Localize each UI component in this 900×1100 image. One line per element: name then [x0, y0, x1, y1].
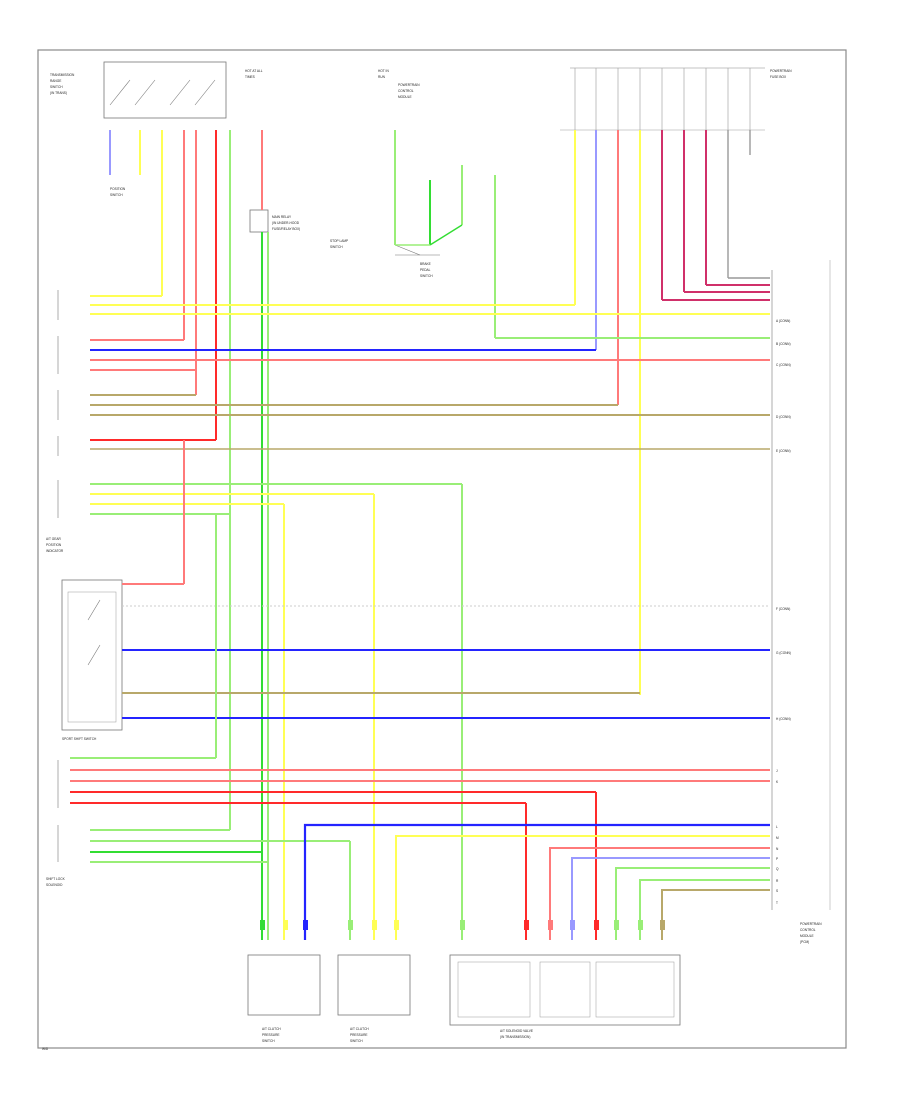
wire-green-mid-h [429, 224, 463, 246]
diagram-border [37, 49, 847, 1049]
svg-text:SHIFT LOCK: SHIFT LOCK [46, 877, 66, 881]
svg-text:(PCM): (PCM) [800, 940, 809, 944]
svg-text:SWITCH: SWITCH [420, 274, 433, 278]
svg-text:MAIN RELAY: MAIN RELAY [272, 215, 292, 219]
svg-text:INDICATOR: INDICATOR [46, 549, 64, 553]
svg-text:G (CONN): G (CONN) [776, 651, 791, 655]
svg-text:TRANSMISSION: TRANSMISSION [50, 73, 75, 77]
svg-text:A/T CLUTCH: A/T CLUTCH [262, 1027, 281, 1031]
svg-text:SOLENOID: SOLENOID [46, 883, 63, 887]
svg-text:SWITCH: SWITCH [350, 1039, 363, 1043]
svg-text:RUN: RUN [378, 75, 386, 79]
solenoid-box-2: A/T CLUTCH PRESSURE SWITCH [337, 954, 411, 1043]
svg-text:A/T CLUTCH: A/T CLUTCH [350, 1027, 369, 1031]
svg-text:T: T [776, 901, 778, 905]
left-connector-groups: A/T GEAR POSITION INDICATOR SHIFT LOCK S… [46, 290, 66, 887]
fuse-box-pins [560, 67, 765, 131]
svg-text:Q: Q [776, 867, 779, 871]
svg-text:MODULE: MODULE [800, 934, 814, 938]
svg-text:SWITCH: SWITCH [262, 1039, 275, 1043]
brake-switch: BRAKE PEDAL SWITCH [394, 244, 440, 278]
svg-text:HOT AT ALL: HOT AT ALL [245, 69, 263, 73]
svg-text:K: K [776, 780, 779, 784]
svg-text:N: N [776, 847, 779, 851]
svg-text:(IN TRANSMISSION): (IN TRANSMISSION) [500, 1035, 530, 1039]
svg-text:POSITION: POSITION [46, 543, 62, 547]
svg-text:PRESSURE: PRESSURE [350, 1033, 368, 1037]
svg-text:M: M [776, 836, 779, 840]
svg-text:CONTROL: CONTROL [800, 928, 816, 932]
svg-text:B (CONN): B (CONN) [776, 342, 791, 346]
svg-text:P: P [776, 857, 778, 861]
shift-lever-switch-box: SPORT SHIFT SWITCH [61, 579, 123, 741]
wire-blue-bottom-bus [303, 823, 770, 940]
svg-text:FUSE BOX: FUSE BOX [770, 75, 787, 79]
svg-text:POWERTRAIN: POWERTRAIN [770, 69, 792, 73]
wire-yellow-bottom-bus [395, 835, 770, 940]
relay-box: MAIN RELAY (IN UNDER-HOOD FUSE/RELAY BOX… [249, 209, 300, 233]
svg-text:A/T GEAR: A/T GEAR [46, 537, 62, 541]
svg-text:F (CONN): F (CONN) [776, 607, 790, 611]
svg-text:POWERTRAIN: POWERTRAIN [398, 83, 420, 87]
svg-text:W/D: W/D [42, 1047, 49, 1051]
svg-text:A (CONN): A (CONN) [776, 319, 790, 323]
wire-pink-bottom-1 [549, 847, 770, 940]
transmission-range-switch-box: TRANSMISSION RANGE SWITCH (IN TRANS) POS… [50, 61, 227, 197]
bottom-connector-ticks [260, 920, 665, 930]
svg-text:C (CONN): C (CONN) [776, 363, 791, 367]
svg-text:A/T SOLENOID VALVE: A/T SOLENOID VALVE [500, 1029, 533, 1033]
wire-blue-bottom-2 [571, 857, 770, 940]
svg-text:RANGE: RANGE [50, 79, 61, 83]
svg-text:H (CONN): H (CONN) [776, 717, 791, 721]
svg-text:BRAKE: BRAKE [420, 262, 431, 266]
pcm-connector: A (CONN) B (CONN) C (CONN) D (CONN) E (C… [771, 260, 831, 944]
svg-text:PEDAL: PEDAL [420, 268, 431, 272]
solenoid-valve-assembly: A/T SOLENOID VALVE (IN TRANSMISSION) [449, 954, 681, 1039]
solenoid-box-1: A/T CLUTCH PRESSURE SWITCH [247, 954, 321, 1043]
svg-text:STOP LAMP: STOP LAMP [330, 239, 348, 243]
svg-text:R: R [776, 879, 779, 883]
svg-text:J: J [776, 769, 778, 773]
svg-text:E (CONN): E (CONN) [776, 449, 791, 453]
svg-text:CONTROL: CONTROL [398, 89, 414, 93]
svg-text:SWITCH: SWITCH [110, 193, 123, 197]
wire-green-bottom-1 [615, 867, 770, 940]
svg-text:MODULE: MODULE [398, 95, 412, 99]
svg-text:FUSE/RELAY BOX): FUSE/RELAY BOX) [272, 227, 300, 231]
svg-text:HOT IN: HOT IN [378, 69, 389, 73]
svg-text:S: S [776, 889, 778, 893]
svg-text:TIMES: TIMES [245, 75, 255, 79]
svg-text:POSITION: POSITION [110, 187, 126, 191]
wire-tan-bottom-3 [661, 889, 770, 940]
svg-text:POWERTRAIN: POWERTRAIN [800, 922, 822, 926]
svg-text:SWITCH: SWITCH [330, 245, 343, 249]
svg-text:(IN UNDER-HOOD: (IN UNDER-HOOD [272, 221, 300, 225]
svg-text:L: L [776, 825, 778, 829]
svg-text:SPORT SHIFT SWITCH: SPORT SHIFT SWITCH [62, 737, 97, 741]
svg-text:SWITCH: SWITCH [50, 85, 63, 89]
svg-text:PRESSURE: PRESSURE [262, 1033, 280, 1037]
svg-text:(IN TRANS): (IN TRANS) [50, 91, 67, 95]
svg-text:D (CONN): D (CONN) [776, 415, 791, 419]
